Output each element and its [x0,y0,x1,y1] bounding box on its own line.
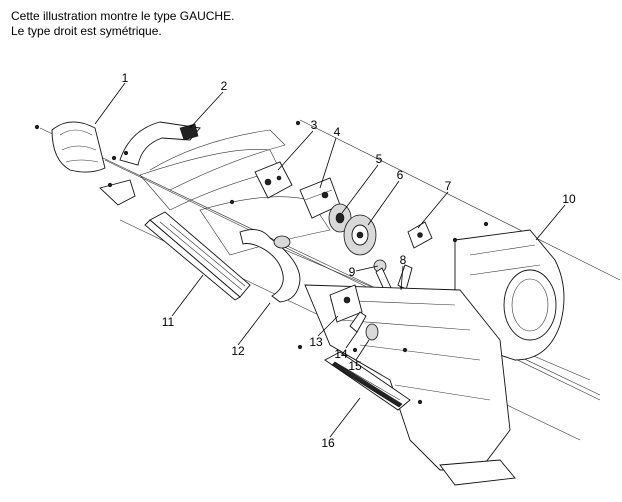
callout-15: 15 [348,359,362,373]
part-12-hose [239,229,301,303]
callout-11: 11 [162,315,175,329]
callout-4: 4 [334,125,341,139]
part-1-duct-cover [51,121,136,206]
callout-numbers: 1 2 3 4 5 6 7 8 9 10 11 12 13 14 15 16 [122,71,576,450]
callout-8: 8 [400,253,407,267]
callout-3: 3 [311,118,318,132]
callout-6: 6 [397,168,404,182]
bolts [34,120,489,405]
part-16-heater-core [324,351,411,411]
callout-14: 14 [334,347,348,361]
caption-line-1: Cette illustration montre le type GAUCHE… [11,9,235,23]
caption: Cette illustration montre le type GAUCHE… [11,9,234,39]
leader-lines [94,82,566,438]
callout-7: 7 [445,179,452,193]
callout-10: 10 [562,192,576,206]
callout-2: 2 [221,79,228,93]
part-11-evaporator-core [144,211,251,301]
callout-9: 9 [349,265,356,279]
part-13-actuator [329,284,363,323]
housing-outline [139,149,331,256]
callout-13: 13 [309,335,323,349]
callout-16: 16 [321,436,335,450]
callout-5: 5 [376,152,383,166]
callout-12: 12 [231,344,245,358]
part-15-bushing [365,323,379,341]
caption-line-2: Le type droit est symétrique. [11,24,162,38]
part-3-actuator [254,161,293,199]
part-14-lever [349,311,367,333]
part-7-lever [407,221,433,249]
callout-1: 1 [122,71,129,85]
part-2-pipe-assembly [119,121,286,191]
part-5-gear [328,203,352,233]
